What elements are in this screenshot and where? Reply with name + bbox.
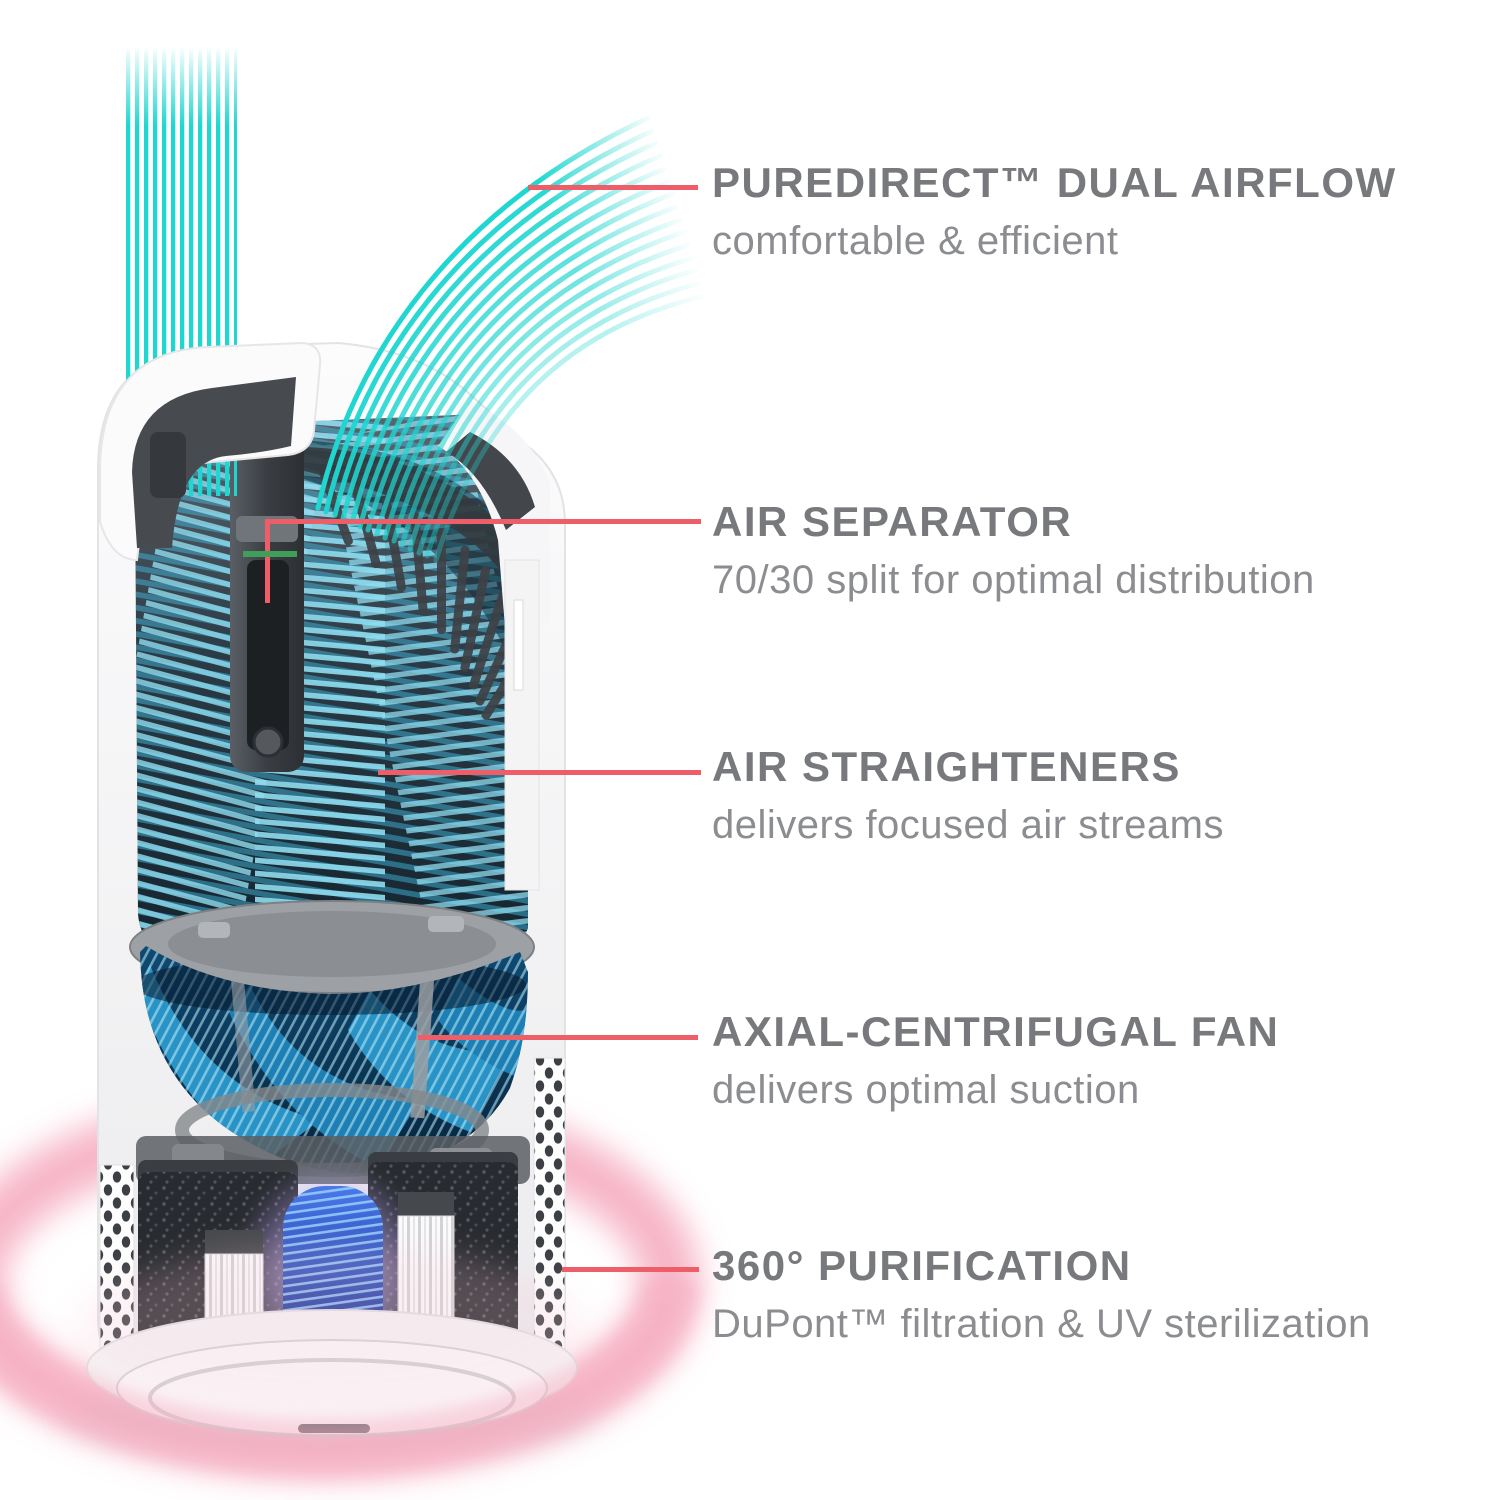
callout-subtitle: DuPont™ filtration & UV sterilization xyxy=(712,1302,1371,1346)
callout-air-straighteners: AIR STRAIGHTENERS delivers focused air s… xyxy=(712,744,1472,848)
callout-air-separator: AIR SEPARATOR 70/30 split for optimal di… xyxy=(712,499,1472,603)
leader-line-air-straighteners xyxy=(378,770,701,775)
callout-title: 360° PURIFICATION xyxy=(712,1242,1132,1289)
callout-puredirect-dual-airflow: PUREDIRECT™ DUAL AIRFLOW comfortable & e… xyxy=(712,160,1472,264)
callout-title: AIR STRAIGHTENERS xyxy=(712,743,1181,790)
callout-subtitle: comfortable & efficient xyxy=(712,219,1119,263)
callout-subtitle: 70/30 split for optimal distribution xyxy=(712,558,1315,602)
pink-glow-ring-front xyxy=(0,1245,699,1477)
air-separator-green-marker xyxy=(243,551,297,557)
callout-title: AIR SEPARATOR xyxy=(712,498,1073,545)
stream-curved xyxy=(315,115,707,563)
leader-line-fan xyxy=(418,1035,698,1040)
callout-title: AXIAL-CENTRIFUGAL FAN xyxy=(712,1008,1280,1055)
fan-collar xyxy=(129,900,535,994)
callout-subtitle: delivers optimal suction xyxy=(712,1068,1140,1112)
callout-axial-centrifugal-fan: AXIAL-CENTRIFUGAL FAN delivers optimal s… xyxy=(712,1009,1472,1113)
leader-line-dual-airflow xyxy=(528,185,698,190)
top-duct xyxy=(99,341,322,562)
leader-line-purification xyxy=(562,1267,699,1272)
inner-top-rim xyxy=(300,447,540,622)
air-separator-column xyxy=(230,436,304,772)
callout-360-purification: 360° PURIFICATION DuPont™ filtration & U… xyxy=(712,1243,1472,1347)
leader-line-air-separator-h xyxy=(265,519,701,524)
callout-subtitle: delivers focused air streams xyxy=(712,803,1224,847)
callout-title: PUREDIRECT™ DUAL AIRFLOW xyxy=(712,159,1397,206)
leader-line-air-separator-v xyxy=(265,519,270,603)
